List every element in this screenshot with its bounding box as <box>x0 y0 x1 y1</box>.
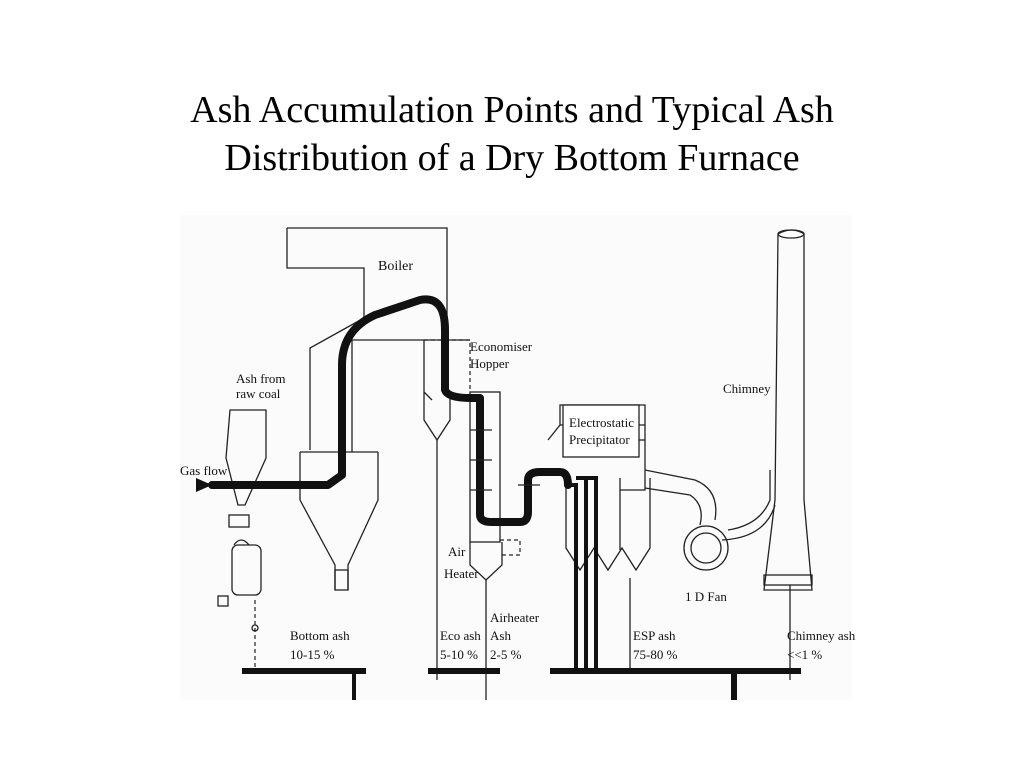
label-economiser: Economiser <box>470 339 533 354</box>
label-raw-coal: raw coal <box>236 386 281 401</box>
label-gas-flow: Gas flow <box>180 463 228 478</box>
label-bottom-ash: Bottom ash <box>290 628 350 643</box>
esp-drop-lines <box>568 476 631 668</box>
duct-clips <box>470 429 540 491</box>
label-boiler: Boiler <box>378 259 413 274</box>
coal-feeder <box>217 409 267 670</box>
label-bottom-ash-percent: 10-15 % <box>290 647 335 662</box>
title-line-1: Ash Accumulation Points and Typical Ash <box>190 89 834 131</box>
slide-title: Ash Accumulation Points and Typical Ash … <box>0 86 1024 182</box>
ground-bars <box>242 668 801 700</box>
label-precipitator: Precipitator <box>569 432 630 447</box>
flue-duct <box>644 469 776 571</box>
electrostatic-precipitator <box>547 404 651 572</box>
chimney <box>763 229 813 680</box>
label-chimney: Chimney <box>723 381 771 396</box>
label-air: Air <box>448 544 466 559</box>
boiler-structure <box>286 227 448 591</box>
label-eco-ash: Eco ash <box>440 628 481 643</box>
label-chimney-ash-percent: <<1 % <box>787 647 822 662</box>
label-heater: Heater <box>444 566 479 581</box>
label-esp-ash: ESP ash <box>633 628 676 643</box>
label-ash-from: Ash from <box>236 371 285 386</box>
gas-flow-path <box>208 295 572 526</box>
label-id-fan: 1 D Fan <box>685 589 727 604</box>
bottom-ash-outlet <box>334 569 349 591</box>
label-eco-ash-percent: 5-10 % <box>440 647 478 662</box>
label-airheater-ash-percent: 2-5 % <box>490 647 522 662</box>
label-chimney-ash: Chimney ash <box>787 628 856 643</box>
label-economiser-hopper: Hopper <box>470 356 510 371</box>
label-airheater: Airheater <box>490 610 540 625</box>
label-esp-ash-percent: 75-80 % <box>633 647 678 662</box>
label-electrostatic: Electrostatic <box>569 415 634 430</box>
air-heater <box>469 391 521 700</box>
title-line-2: Distribution of a Dry Bottom Furnace <box>224 137 800 179</box>
figure-background <box>180 215 852 700</box>
gas-flow-arrow <box>196 478 212 492</box>
label-airheater-ash: Ash <box>490 628 511 643</box>
